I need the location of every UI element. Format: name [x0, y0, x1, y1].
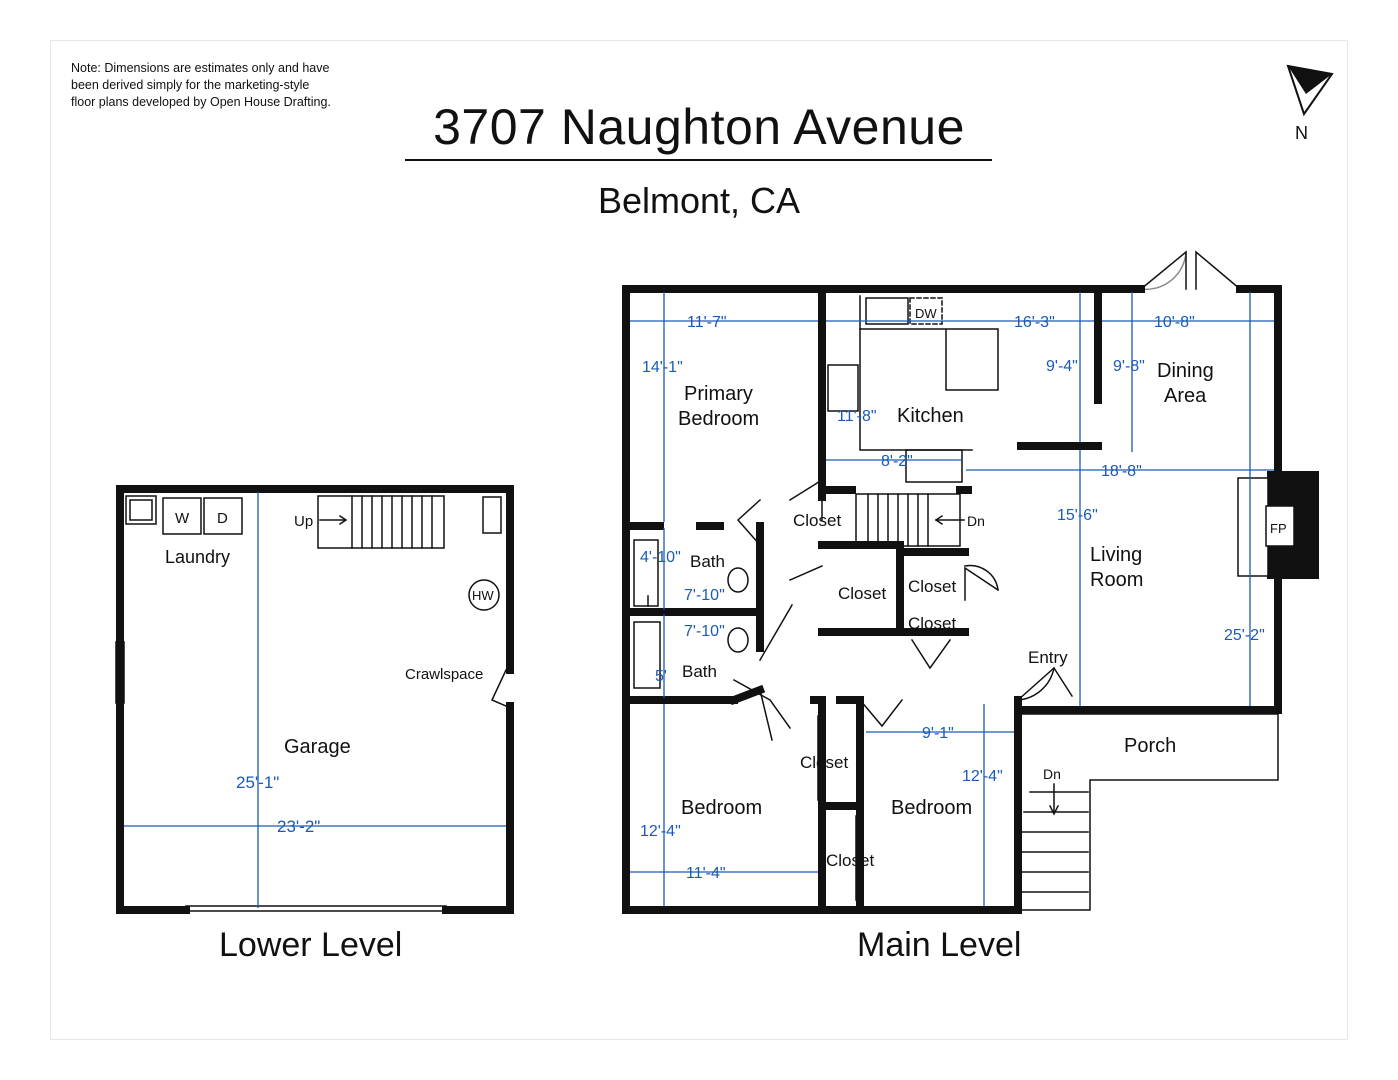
label-dishwasher: DW [915, 306, 937, 321]
main-stairs [855, 493, 965, 547]
lower-stairs [317, 495, 445, 549]
label-fireplace: FP [1270, 521, 1287, 536]
lower-level-label: Lower Level [219, 926, 403, 964]
french-doors [1139, 250, 1242, 291]
dim-garage-depth: 25'-1" [236, 773, 279, 792]
porch-outline [1017, 713, 1279, 911]
label-washer: W [175, 510, 190, 527]
label-bath-upper: Bath [690, 552, 725, 571]
dim-living-width: 18'-8" [1101, 463, 1142, 480]
lower-window [115, 641, 125, 704]
label-bedroom-right: Bedroom [891, 797, 972, 819]
label-closet-hall: Closet [838, 584, 886, 603]
dim-garage-width: 23'-2" [277, 817, 320, 836]
label-living-2: Room [1090, 569, 1143, 591]
kitchen-counters [827, 295, 999, 483]
label-garage: Garage [284, 736, 351, 758]
label-bedroom-left: Bedroom [681, 797, 762, 819]
label-closet-stair: Closet [793, 511, 841, 530]
water-heater-icon [468, 579, 500, 611]
label-porch-stairs: Dn [1043, 766, 1061, 782]
label-porch: Porch [1124, 735, 1176, 757]
main-doors [732, 478, 1074, 741]
closet-rods [817, 715, 857, 901]
laundry-sink-icon [125, 495, 157, 525]
dimension-lines [124, 292, 1274, 908]
lower-cabinet [482, 496, 502, 534]
label-bath-lower: Bath [682, 662, 717, 681]
label-kitchen: Kitchen [897, 405, 964, 427]
label-primary-bedroom-1: Primary [684, 383, 753, 405]
plan-sheet [50, 40, 1348, 1040]
bath-fixtures [633, 539, 749, 689]
label-living-1: Living [1090, 544, 1142, 566]
porch-stairs [1019, 783, 1089, 893]
dim-bath-lower-length: 7'-10" [684, 623, 725, 640]
dim-bath-lower-width: 5' [655, 668, 667, 685]
dim-dining-depth: 9'-8" [1113, 358, 1145, 375]
dim-bath-upper-length: 7'-10" [684, 587, 725, 604]
dim-bedroom-left-width: 11'-4" [686, 865, 726, 882]
label-primary-bedroom-2: Bedroom [678, 408, 759, 430]
main-level-label: Main Level [857, 926, 1022, 964]
dim-bedroom-left-depth: 12'-4" [640, 823, 681, 840]
dim-kitchen-depth: 11'-8" [837, 408, 877, 425]
label-dining-2: Area [1164, 385, 1207, 407]
lower-level-walls [116, 485, 514, 914]
fireplace-icon [1237, 471, 1319, 579]
dim-kitchen-side: 9'-4" [1046, 358, 1078, 375]
label-closet-bedroom-right: Closet [826, 851, 874, 870]
dim-dining-width: 10'-8" [1154, 314, 1195, 331]
title-underline [405, 159, 992, 161]
label-crawlspace: Crawlspace [405, 666, 483, 683]
label-dryer: D [217, 510, 228, 527]
main-windows [623, 286, 1251, 909]
main-level-walls [622, 285, 1282, 914]
dim-bedroom-right-width: 9'-1" [922, 725, 954, 742]
garage-door [185, 905, 447, 912]
washer-dryer-icon [162, 497, 243, 535]
property-title: 3707 Naughton Avenue [433, 99, 965, 155]
crawlspace-door [490, 669, 507, 707]
label-water-heater: HW [472, 588, 494, 603]
dim-kitchen-width: 16'-3" [1014, 314, 1055, 331]
label-stairs-down: Dn [967, 513, 985, 529]
dim-bath-upper-width: 4'-10" [640, 549, 681, 566]
north-arrow-icon: N [1286, 64, 1334, 143]
dim-primary-width: 11'-7" [687, 314, 727, 331]
label-closet-bedroom-left: Closet [800, 753, 848, 772]
label-laundry: Laundry [165, 547, 230, 567]
disclaimer-note: Note: Dimensions are estimates only and … [71, 61, 331, 109]
label-closet-small-top: Closet [908, 577, 956, 596]
dim-kitchen-lower: 8'-2" [881, 453, 913, 470]
north-label: N [1295, 123, 1308, 143]
label-stairs-up: Up [294, 513, 313, 530]
label-entry: Entry [1028, 648, 1068, 667]
dim-bedroom-right-depth: 12'-4" [962, 768, 1003, 785]
label-closet-small-bottom: Closet [908, 614, 956, 633]
label-dining-1: Dining [1157, 360, 1214, 382]
dim-primary-depth: 14'-1" [642, 359, 683, 376]
dim-living-depth: 15'-6" [1057, 507, 1098, 524]
property-city: Belmont, CA [597, 180, 801, 221]
dim-living-total: 25'-2" [1224, 627, 1265, 644]
